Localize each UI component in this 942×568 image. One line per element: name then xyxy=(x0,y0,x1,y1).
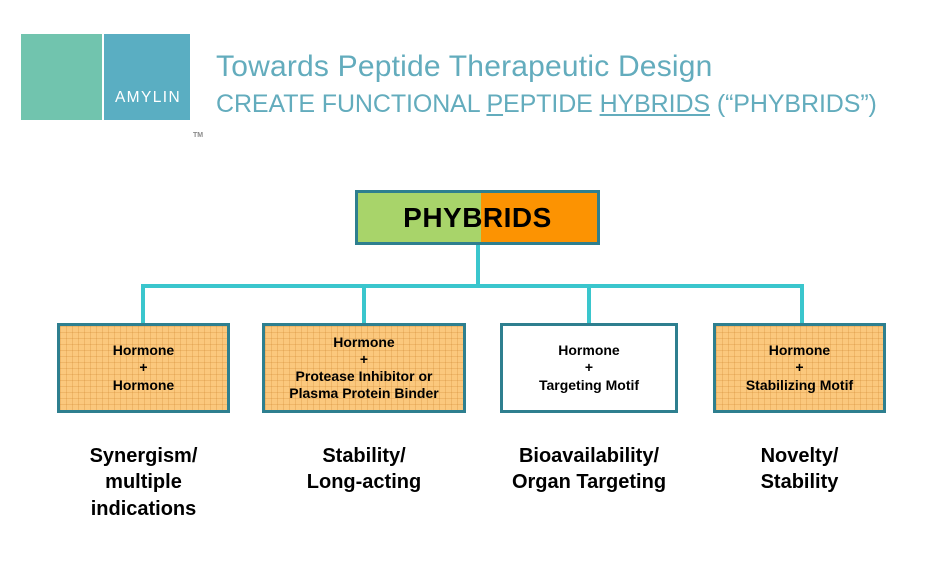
page-title: Towards Peptide Therapeutic Design xyxy=(216,50,713,83)
subtitle-part-3: (“PHYBRIDS”) xyxy=(710,90,877,118)
node-hormone-stabilizing-motif-text: Hormone + Stabilizing Motif xyxy=(742,342,857,393)
node-line: + xyxy=(359,350,369,367)
node-hormone-protease-inhibitor-text: Hormone + Protease Inhibitor or Plasma P… xyxy=(285,334,442,402)
connector-drop-1 xyxy=(141,287,145,323)
amylin-logo: AMYLIN TM xyxy=(21,34,203,139)
logo-wordmark: AMYLIN xyxy=(114,89,182,106)
page-subtitle: CREATE FUNCTIONAL PEPTIDE HYBRIDS (“PHYB… xyxy=(216,90,877,119)
connector-drop-2 xyxy=(362,287,366,323)
connector-drop-4 xyxy=(800,287,804,323)
trademark-icon: TM xyxy=(193,132,204,139)
node-hormone-targeting-motif: Hormone + Targeting Motif xyxy=(500,323,678,413)
phybrids-root-node: PHYBRIDS xyxy=(355,190,600,245)
caption-line: Organ Targeting xyxy=(511,471,667,494)
caption-line: Stability xyxy=(760,471,839,494)
node-line: Stabilizing Motif xyxy=(745,376,854,393)
node-line: Targeting Motif xyxy=(538,376,640,393)
subtitle-part-2: EPTIDE xyxy=(503,90,600,118)
caption-line: Long-acting xyxy=(306,471,422,494)
logo-green-square xyxy=(21,34,102,120)
node-line: Hormone xyxy=(112,376,175,393)
caption-stability-long-acting: Stability/ Long-acting xyxy=(262,443,466,496)
node-line: Plasma Protein Binder xyxy=(289,385,439,402)
caption-line: Novelty/ xyxy=(760,445,839,467)
caption-bioavailability: Bioavailability/ Organ Targeting xyxy=(475,443,703,496)
node-line: Hormone xyxy=(333,333,395,350)
node-line: Hormone xyxy=(768,342,831,359)
phybrids-root-label: PHYBRIDS xyxy=(403,201,552,233)
node-hormone-protease-inhibitor: Hormone + Protease Inhibitor or Plasma P… xyxy=(262,323,466,413)
node-hormone-hormone: Hormone + Hormone xyxy=(57,323,230,413)
caption-line: multiple xyxy=(105,471,182,494)
connector-drop-3 xyxy=(587,287,591,323)
node-line: Hormone xyxy=(112,342,175,359)
caption-synergism: Synergism/ multiple indications xyxy=(37,443,250,522)
node-line: Hormone xyxy=(558,342,620,359)
node-hormone-hormone-text: Hormone + Hormone xyxy=(109,342,178,393)
logo-blue-square xyxy=(104,34,190,120)
slide-header: AMYLIN TM Towards Peptide Therapeutic De… xyxy=(0,0,942,140)
caption-line: Bioavailability/ xyxy=(518,445,660,467)
node-line: + xyxy=(795,359,804,376)
caption-novelty-stability: Novelty/ Stability xyxy=(713,443,886,496)
node-line: + xyxy=(584,359,594,376)
connector-stem xyxy=(476,245,480,287)
node-line: + xyxy=(139,359,148,376)
subtitle-part-1: CREATE FUNCTIONAL xyxy=(216,90,487,118)
connector-horizontal-bar xyxy=(141,284,804,288)
subtitle-underlined-hybrids: HYBRIDS xyxy=(599,90,711,118)
node-hormone-targeting-motif-text: Hormone + Targeting Motif xyxy=(535,342,643,393)
node-line: Protease Inhibitor or xyxy=(295,368,433,384)
subtitle-underlined-p: P xyxy=(486,90,504,118)
caption-line: indications xyxy=(90,497,197,520)
caption-line: Stability/ xyxy=(322,445,406,467)
caption-line: Synergism/ xyxy=(89,445,198,467)
node-hormone-stabilizing-motif: Hormone + Stabilizing Motif xyxy=(713,323,886,413)
